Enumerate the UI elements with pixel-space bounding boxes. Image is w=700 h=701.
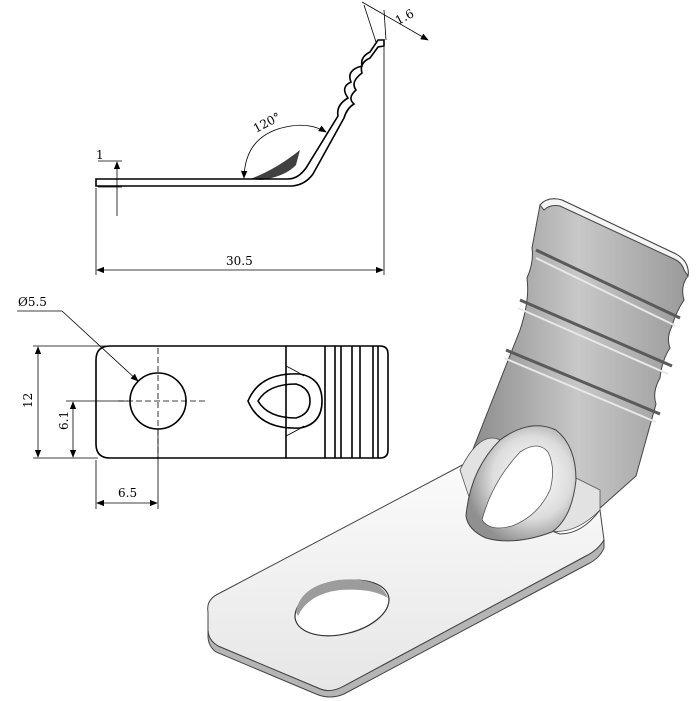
top-outline [95,345,389,459]
flange-ridge-1-hl [535,257,677,327]
top-view: Ø5.5 12 6.1 6.5 [17,295,389,509]
side-profile-outline [95,39,385,187]
isometric-view [207,198,689,698]
flange-ridge-1 [535,248,681,320]
dimple-outline [247,373,323,429]
base-plate-edge [207,538,605,698]
flange-ridge-2 [519,298,673,368]
angle-arc [240,124,327,179]
base-hole-wall [296,579,388,616]
flange-ridge-2-hl [517,307,669,375]
flange-ridge-3-hl [503,357,657,423]
angle-label: 120° [251,110,283,136]
dimple-inner [257,383,311,419]
thickness-dim-line [361,1,429,41]
flange-top-edge [539,198,689,278]
thin-label: 1 [96,148,104,162]
hole-y-label: 6.1 [57,411,71,430]
side-dimple-shading [250,150,300,180]
dimple-3d-inner [481,445,553,529]
thickness-label: 1.6 [393,6,416,27]
length-label: 30.5 [226,254,253,268]
hole-dia-label: Ø5.5 [18,295,47,309]
flange-ridge-3 [505,348,661,416]
hole-x-label: 6.5 [118,486,137,500]
dimple-wings [285,365,305,437]
thickness-ext-1 [363,4,377,43]
width-label: 12 [21,393,35,408]
side-view: 120° 1.6 1 30.5 [95,1,429,275]
